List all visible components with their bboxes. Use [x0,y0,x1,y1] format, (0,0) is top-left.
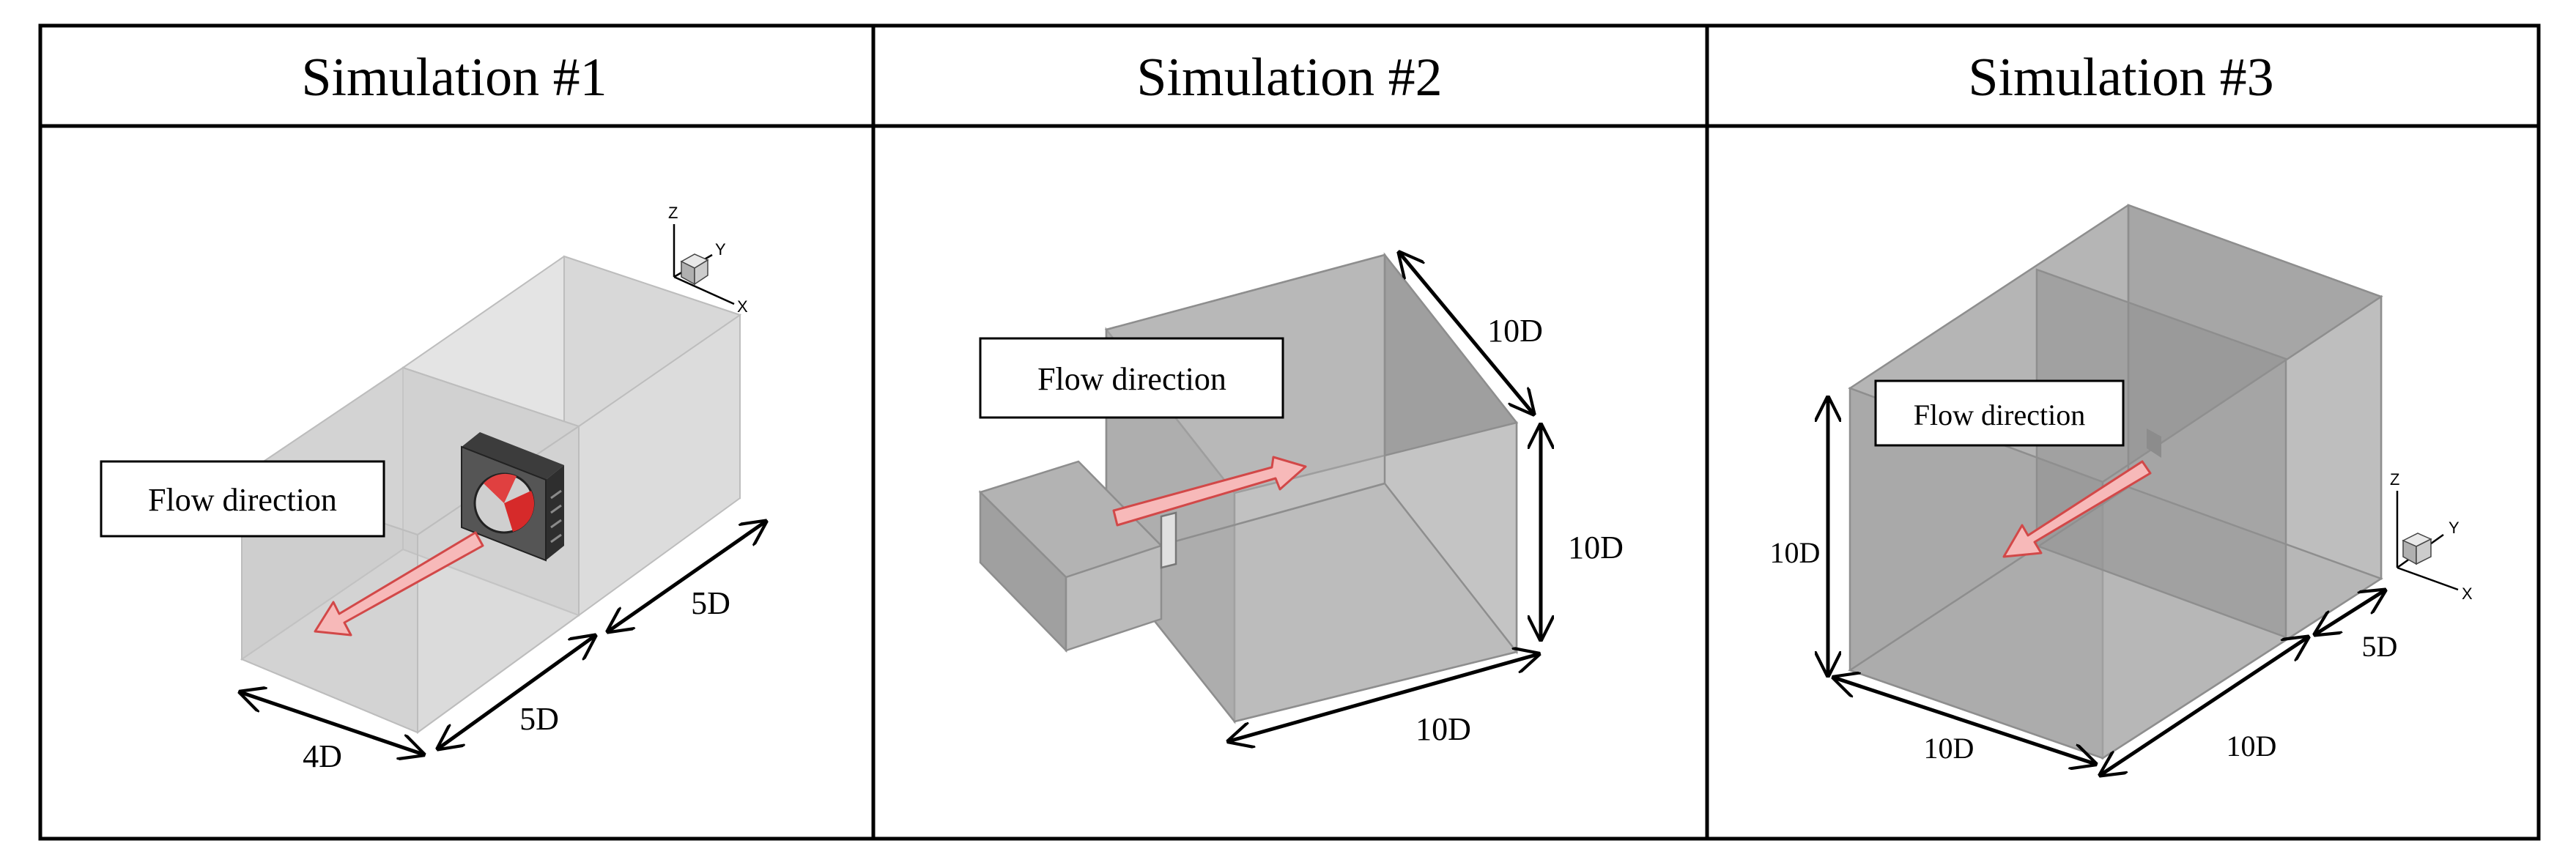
panel-title-1: Simulation #1 [301,48,607,108]
axis-x-label-1: X [737,297,748,316]
dim-label-height-2: 10D [1568,530,1624,565]
panel-2-diagram: Flow direction 10D 10D 10D [978,252,1624,747]
dimension-lines-1 [240,522,766,754]
axis-z-label-3: Z [2390,470,2399,489]
dimension-lines-2 [1229,253,1541,741]
flow-label-2: Flow direction [1037,361,1226,397]
dimension-lines-3 [1828,398,2385,775]
dim-label-height-3: 10D [1770,536,1821,569]
table-frame [38,23,2541,841]
dim-label-width-2: 10D [1415,711,1471,747]
axis-triad-1: Z Y X [668,204,748,316]
dim-label-width-3: 10D [1924,732,1974,765]
dim-label-depth-2: 10D [1487,313,1543,349]
panel-title-2: Simulation #2 [1136,48,1442,108]
flow-label-box-2 [979,337,1284,419]
dim-label-5d-a: 5D [519,701,559,737]
turbine-hint-3 [2147,418,2180,458]
panel-1-diagram: Flow direction 4D 5D 5D Z Y X [100,204,766,774]
turbine-model [461,432,564,562]
domain-box-2 [978,252,1519,724]
flow-label-3: Flow direction [1914,398,2085,431]
flow-label-box-3 [1874,379,2125,447]
panel-3-diagram: Flow direction 10D 10D 10D 5D Z Y X [1770,204,2473,775]
dim-label-5d-b: 5D [691,585,730,621]
axis-triad-3: Z Y X [2390,470,2473,603]
axis-y-label-1: Y [715,240,726,259]
flow-arrow-2 [1112,456,1307,527]
axis-x-label-3: X [2462,585,2473,603]
flow-arrow-1 [314,531,484,637]
flow-label-1: Flow direction [148,482,337,518]
flow-label-box-1 [100,460,385,538]
dim-label-depth-3: 10D [2227,730,2277,763]
dim-label-4d: 4D [303,738,342,774]
axis-z-label-1: Z [668,204,678,222]
axis-y-label-3: Y [2449,519,2460,537]
dim-label-5d-3: 5D [2362,630,2398,663]
flow-arrow-3 [2002,460,2152,558]
panel-title-3: Simulation #3 [1968,48,2273,108]
